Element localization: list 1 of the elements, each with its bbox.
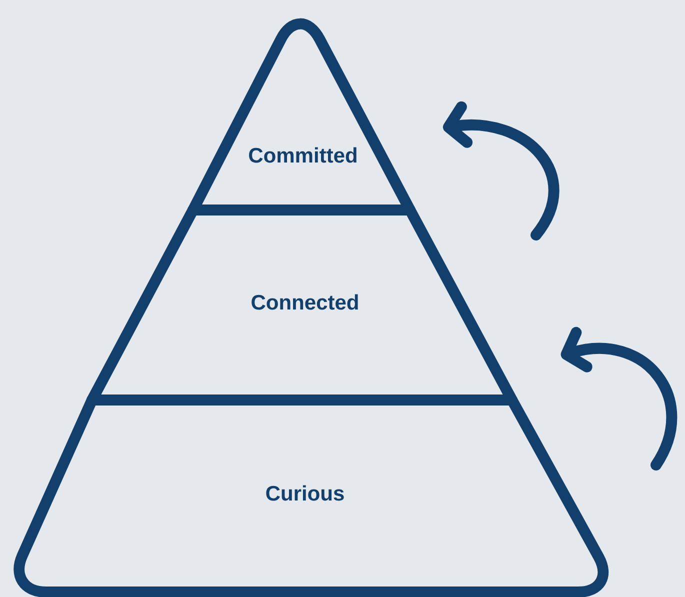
pyramid-tier: Curious: [14, 394, 609, 597]
